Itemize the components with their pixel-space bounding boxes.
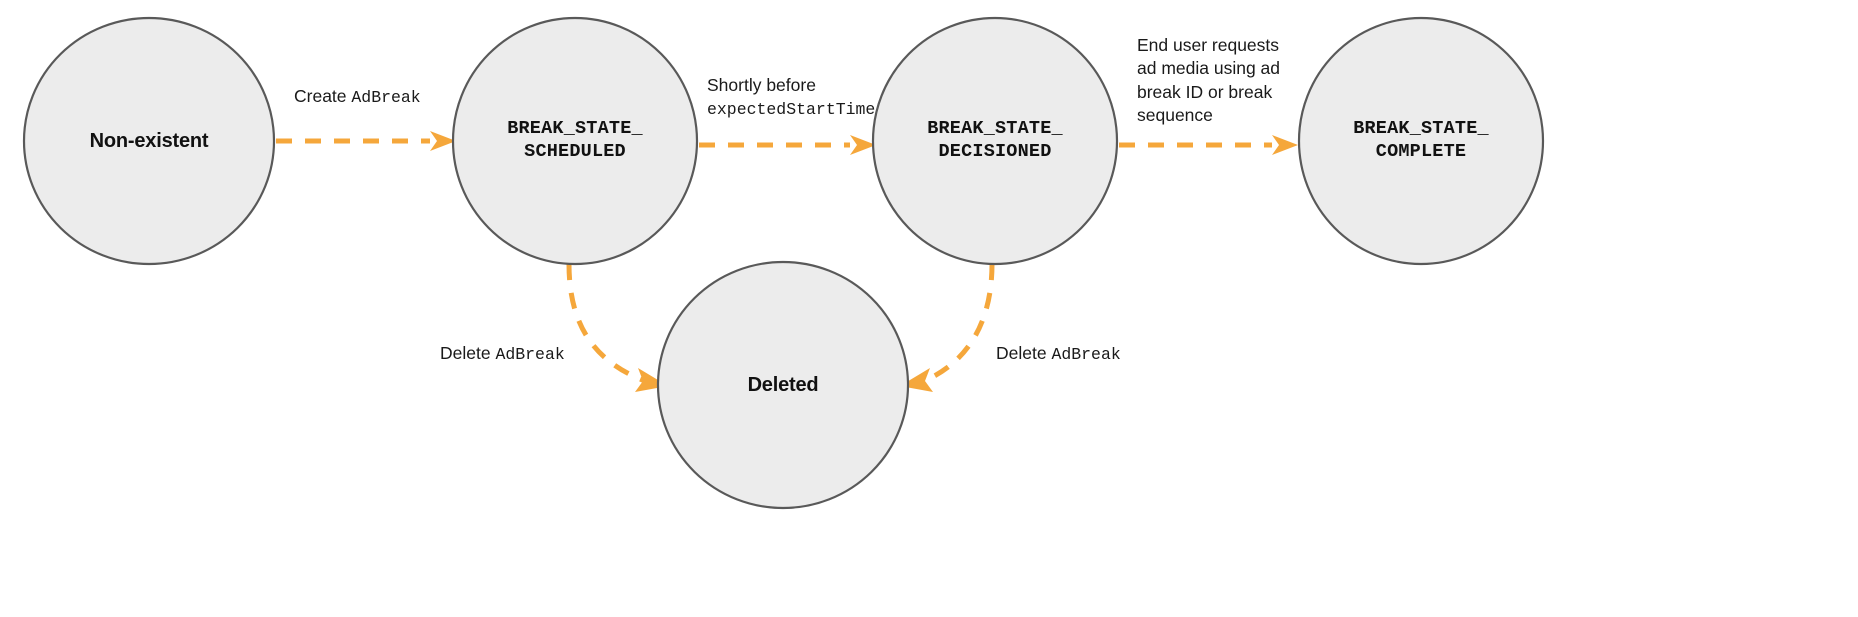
text-token: End user requests bbox=[1137, 35, 1280, 55]
edge-delete-adbreak-from-decisioned bbox=[900, 263, 995, 392]
text-token: Delete bbox=[996, 343, 1052, 363]
label-line: expectedStartTime bbox=[707, 97, 875, 121]
node-break-state-scheduled[interactable] bbox=[451, 16, 699, 266]
code-token: AdBreak bbox=[1051, 345, 1121, 364]
text-token: Shortly before bbox=[707, 75, 816, 95]
edge-label-create-adbreak: Create AdBreak bbox=[294, 85, 421, 109]
edge-shortly-before-expected-start-time bbox=[699, 135, 876, 155]
edge-label-delete-adbreak-from-scheduled: Delete AdBreak bbox=[440, 342, 565, 366]
label-line: Delete AdBreak bbox=[996, 342, 1121, 366]
node-deleted[interactable] bbox=[656, 260, 910, 510]
label-line: End user requests bbox=[1137, 34, 1280, 57]
text-token: Delete bbox=[440, 343, 496, 363]
label-line: ad media using ad bbox=[1137, 57, 1280, 80]
code-token: AdBreak bbox=[351, 88, 421, 107]
edge-label-delete-adbreak-from-decisioned: Delete AdBreak bbox=[996, 342, 1121, 366]
edge-end-user-requests-ad-media bbox=[1119, 135, 1298, 155]
edge-label-shortly-before-expected-start-time: Shortly before expectedStartTime bbox=[707, 74, 875, 121]
node-break-state-complete[interactable] bbox=[1297, 16, 1545, 266]
node-non-existent[interactable] bbox=[22, 16, 276, 266]
text-token: ad media using ad bbox=[1137, 58, 1281, 79]
label-line: break ID or break bbox=[1137, 81, 1280, 104]
label-line: Create AdBreak bbox=[294, 85, 421, 109]
label-line: Delete AdBreak bbox=[440, 342, 565, 366]
label-line: sequence bbox=[1137, 104, 1280, 127]
edge-create-adbreak bbox=[276, 131, 456, 151]
node-break-state-decisioned[interactable] bbox=[871, 16, 1119, 266]
code-token: AdBreak bbox=[495, 345, 565, 364]
code-token: expectedStartTime bbox=[707, 100, 876, 120]
text-token: Create bbox=[294, 86, 352, 106]
label-line: Shortly before bbox=[707, 74, 875, 97]
text-token: sequence bbox=[1137, 104, 1213, 125]
edge-delete-adbreak-from-scheduled bbox=[566, 263, 668, 392]
text-token: break ID or break bbox=[1137, 81, 1273, 102]
